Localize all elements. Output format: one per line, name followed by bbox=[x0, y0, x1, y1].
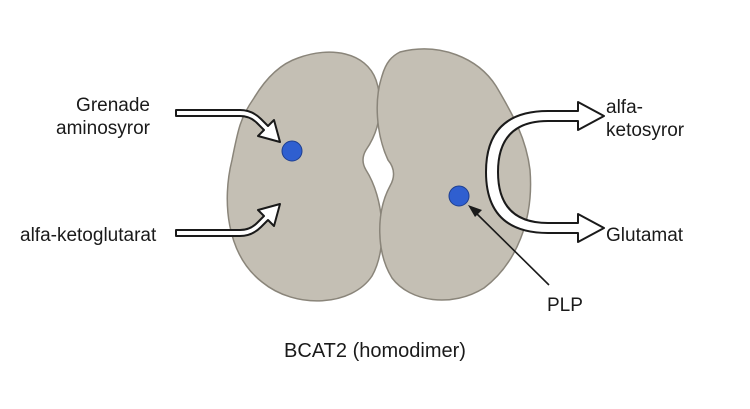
active-site-left bbox=[281, 140, 303, 162]
label-plp: PLP bbox=[547, 295, 583, 316]
input-arrow-alpha-ketoglutarate bbox=[175, 203, 281, 237]
left-subunit bbox=[226, 51, 383, 302]
right-subunit bbox=[376, 48, 532, 301]
label-alpha-keto-acids-line1: alfa- bbox=[606, 97, 643, 118]
output-curve-arrow bbox=[485, 101, 605, 243]
label-branched-amino-acids: Grenade aminosyror bbox=[40, 94, 150, 140]
input-arrow-amino-acids bbox=[175, 109, 281, 143]
active-site-right bbox=[448, 185, 470, 207]
label-branched-amino-acids-line1: Grenade bbox=[76, 95, 150, 116]
label-alpha-keto-acids-line2: ketosyror bbox=[606, 120, 685, 141]
label-branched-amino-acids-line2: aminosyror bbox=[56, 118, 150, 139]
label-alpha-keto-acids: alfa- ketosyror bbox=[606, 96, 684, 142]
label-glutamate: Glutamat bbox=[606, 225, 684, 246]
label-alpha-ketoglutarate: alfa-ketoglutarat bbox=[20, 225, 157, 246]
plp-pointer-arrowhead bbox=[468, 205, 482, 217]
plp-pointer-line bbox=[473, 210, 550, 286]
diagram-caption: BCAT2 (homodimer) bbox=[284, 340, 466, 362]
